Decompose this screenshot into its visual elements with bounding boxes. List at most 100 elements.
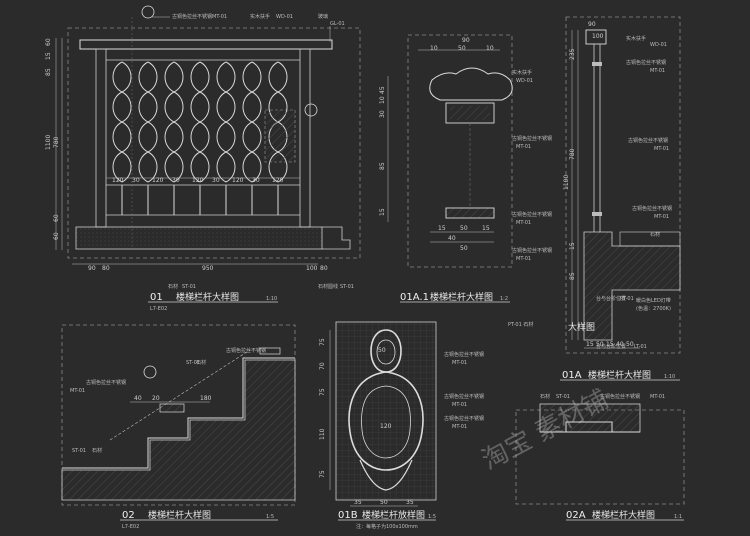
panel-02: 40 20 180 古铜色拉丝不锈钢 MT-01 石材 ST-01 古铜色拉丝不… [61, 324, 296, 530]
dim-b-3: 100 [306, 265, 318, 272]
p01a-dim-b0: 15 [586, 341, 594, 348]
p01a1-note-3: 古铜色拉丝不锈钢 [512, 247, 552, 254]
p01b-note-0: 古铜色拉丝不锈钢 [444, 351, 484, 358]
panel-01b-number: 01B [338, 510, 358, 521]
panel-01a1: 90 10 50 10 45 10 30 85 15 15 50 15 40 5… [379, 34, 552, 303]
dim-l-6: 60 [53, 232, 60, 240]
panel-01-frame [67, 27, 361, 259]
p01a-dim-r3: 15 [569, 242, 576, 250]
panel-01a1-number: 01A.1 [400, 292, 429, 303]
p01a-tag2: PT-01 石材 [508, 321, 533, 328]
p01a-dim-b1: 50 [596, 341, 604, 348]
panel-01a: 90 100 235 780 1100 15 85 15 50 15 40 50… [508, 16, 681, 381]
dim-b-2: 950 [202, 265, 214, 272]
p01a-code-3: MT-01 [654, 214, 669, 220]
stair-section [61, 359, 296, 501]
note-glass: 玻璃 [318, 13, 328, 20]
p02-note-3: 石材 [92, 447, 102, 454]
dim-l-0: 60 [45, 38, 52, 46]
code-wd: WD-01 [276, 14, 293, 20]
panel-01b-title: 楼梯栏杆放样图 [362, 509, 425, 521]
p02-code-0: MT-01 [70, 388, 85, 394]
p02a-note-1: 古铜色拉丝不锈钢 [600, 393, 640, 400]
pattern-dim-label: 120 [152, 177, 164, 184]
panel-02a-title: 楼梯栏杆大样图 [592, 509, 655, 521]
p01b-note-1: 古铜色拉丝不锈钢 [444, 393, 484, 400]
p02-dim-2: 180 [200, 395, 212, 402]
detail-marker [304, 103, 318, 117]
p02-note-1: 石材 [196, 359, 206, 366]
p01a-tag: 大样图 [568, 321, 595, 333]
baluster-column [164, 61, 184, 183]
p01a-dim-r2: 1100 [563, 175, 570, 190]
pattern-dim-label: 30 [212, 177, 220, 184]
p01a1-code-0: WD-01 [516, 78, 533, 84]
p01a-dim-r1: 780 [569, 148, 576, 160]
baluster-bottom-ring [348, 371, 424, 471]
p01a1-dim-l0: 45 [379, 86, 386, 94]
p01b-dim-b2: 35 [406, 499, 414, 506]
p01a1-dim-b0: 15 [438, 225, 446, 232]
pattern-dim-label: 120 [232, 177, 244, 184]
panel-01-title: 楼梯栏杆大样图 [176, 291, 239, 303]
p01b-dim-b1: 50 [380, 499, 388, 506]
post-left [95, 48, 107, 228]
dim-b-1: 80 [102, 265, 110, 272]
note-stone: 石材 [168, 283, 178, 290]
baluster-column [216, 61, 236, 183]
p01b-dim-l2: 75 [319, 388, 326, 396]
p01a1-dim-l4: 15 [379, 208, 386, 216]
p01a1-dim-b1: 50 [460, 225, 468, 232]
p01b-dim-l3: 110 [319, 428, 326, 440]
baluster-column [242, 61, 262, 183]
panel-01-number: 01 [150, 292, 163, 303]
p01a-dim-r4: 85 [569, 272, 576, 280]
p01a-dim-r0: 235 [569, 48, 576, 60]
handrail [79, 39, 333, 50]
panel-01a-title: 楼梯栏杆大样图 [588, 369, 651, 381]
section-callout [141, 5, 155, 19]
p01a1-note-0: 实木扶手 [512, 69, 532, 76]
p01a1-note-2: 古铜色拉丝不锈钢 [512, 211, 552, 218]
p01b-dim-l4: 75 [319, 470, 326, 478]
p01a1-dim-b2: 15 [482, 225, 490, 232]
p01b-code-0: MT-01 [452, 360, 467, 366]
p01b-dim-i0: 120 [380, 423, 392, 430]
code-st: ST-01 [182, 284, 196, 290]
panel-01-scale: 1:10 [266, 296, 277, 302]
p01a-code-1: MT-01 [650, 68, 665, 74]
panel-02a-number: 02A [566, 510, 586, 521]
baluster-column [190, 61, 210, 183]
p01a-note-4: 石材 [650, 231, 660, 238]
p02-note-0: 古铜色拉丝不锈钢 [86, 379, 126, 386]
dim-b-0: 90 [88, 265, 96, 272]
stair-step-section [583, 231, 681, 341]
p01a-note-5: 暖白色LED灯带 [636, 297, 671, 304]
p01a1-dim-t0: 90 [462, 37, 470, 44]
p01a-note-3: 古铜色拉丝不锈钢 [632, 205, 672, 212]
p01a1-note-1: 古铜色拉丝不锈钢 [512, 135, 552, 142]
p01a-note-0: 实木扶手 [626, 35, 646, 42]
pattern-dim-label: 120 [272, 177, 284, 184]
p01a1-code-1: MT-01 [516, 144, 531, 150]
p01b-dim-i1: 50 [378, 347, 386, 354]
handrail-profile [429, 67, 513, 101]
p01a-dim-b2: 15 [606, 341, 614, 348]
p01a-dim-b3: 40 [616, 341, 624, 348]
p01a1-dim-t3: 10 [486, 45, 494, 52]
p02-dim-0: 40 [134, 395, 142, 402]
pattern-dim-label: 120 [192, 177, 204, 184]
stone-section [539, 403, 641, 433]
baluster-column [112, 61, 132, 183]
p02-code-3: ST-01 [72, 448, 86, 454]
p01a1-dim-t2: 50 [458, 45, 466, 52]
dim-l-4: 1100 [45, 135, 52, 150]
layout-grid [335, 321, 437, 501]
p01a1-dim-l2: 30 [379, 110, 386, 118]
dim-b-4: 80 [320, 265, 328, 272]
p01a1-dim-t1: 10 [430, 45, 438, 52]
panel-01: 90 80 950 100 80 60 15 85 780 1100 60 60… [45, 5, 361, 312]
panel-02a: 石材 ST-01 古铜色拉丝不锈钢 MT-01 02A 楼梯栏杆大样图 1:1 [515, 393, 685, 521]
code-gl: GL-01 [330, 21, 345, 27]
